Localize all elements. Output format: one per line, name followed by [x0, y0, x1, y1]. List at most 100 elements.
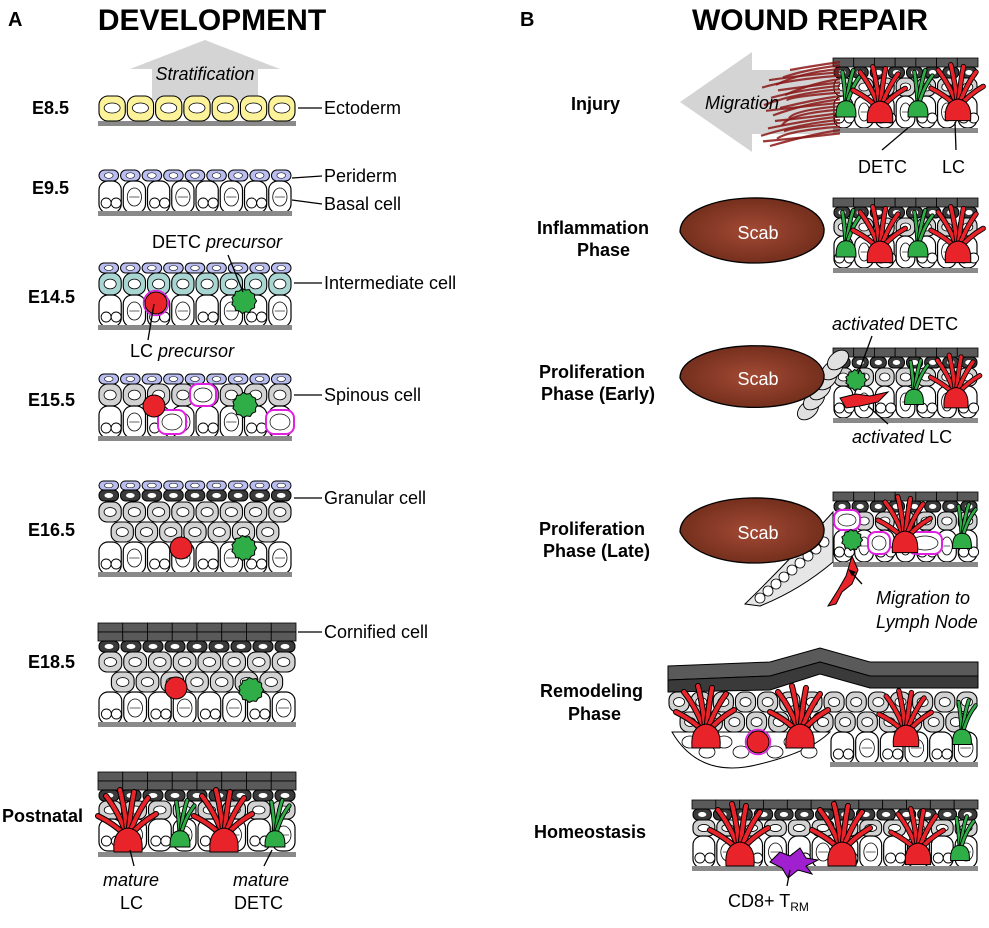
basal-cell [98, 541, 122, 575]
diagram-remodeling [667, 647, 979, 769]
nucleus [110, 422, 122, 434]
cornified-cell [786, 799, 812, 810]
langerhans-cell [113, 827, 143, 853]
nucleus [245, 102, 262, 114]
nucleus [199, 708, 211, 720]
nucleus [273, 102, 291, 114]
label-injury-lc: LC [942, 157, 965, 177]
activated-detc [845, 368, 868, 392]
wound-debris [774, 111, 841, 123]
stage-e15-5: E15.5 [28, 390, 75, 410]
nucleus [207, 197, 219, 209]
diagram-e18-5 [97, 622, 297, 727]
label-intermediate-cell: Intermediate cell [324, 273, 456, 293]
scab-label: Scab [737, 369, 778, 389]
nucleus [152, 507, 166, 517]
langerhans-cell [785, 723, 815, 749]
scab-label: Scab [737, 523, 778, 543]
diagram-e16-5 [98, 480, 292, 577]
nucleus [839, 717, 852, 727]
nucleus [794, 557, 806, 569]
nucleus [132, 102, 149, 114]
cornified-cell [874, 197, 896, 208]
wound-debris [760, 118, 841, 137]
lc-precursor [144, 291, 168, 315]
basal-cell [243, 180, 268, 214]
nucleus [176, 278, 190, 290]
nucleus [246, 197, 258, 209]
basement-membrane [98, 121, 296, 126]
langerhans-cell [827, 841, 857, 867]
label-lymph-node: Lymph Node [876, 612, 978, 632]
nucleus [100, 558, 112, 570]
cornified-cell [246, 771, 272, 782]
cornified-cell [171, 780, 198, 791]
stratification-arrow: Stratification [130, 40, 280, 100]
stage-prolif-late-2: Phase (Late) [543, 541, 650, 561]
nucleus [110, 197, 122, 209]
migrating-lc [826, 554, 859, 607]
nucleus [224, 507, 238, 517]
wound-debris [782, 64, 841, 79]
cornified-cell [915, 347, 937, 358]
cornified-cell [122, 622, 148, 633]
basement-membrane [692, 866, 978, 871]
detc-cell [904, 388, 924, 405]
label-activated-lc: activated LC [852, 427, 952, 447]
nucleus [103, 507, 117, 517]
nucleus [761, 697, 774, 707]
stage-e16-5: E16.5 [28, 520, 75, 540]
basal-cell [195, 180, 219, 214]
cornified-cell [894, 197, 917, 208]
nucleus [140, 677, 155, 687]
detc-cell [907, 100, 929, 118]
nucleus [762, 585, 774, 597]
nucleus [188, 102, 206, 114]
nucleus [128, 657, 142, 667]
nucleus [875, 402, 887, 414]
nucleus [926, 112, 938, 124]
cornified-cell [832, 197, 855, 208]
cornified-cell [97, 622, 124, 633]
cornified-cell [853, 491, 875, 502]
detc-cell [231, 534, 258, 562]
diagram-e8-5 [98, 95, 296, 126]
nucleus [188, 527, 202, 537]
cornified-cell [915, 491, 937, 502]
nucleus [732, 745, 750, 759]
wound-debris [763, 88, 841, 107]
nucleus [159, 558, 171, 570]
basement-membrane [98, 325, 292, 330]
nucleus [224, 278, 238, 290]
nucleus [766, 745, 784, 759]
nucleus [149, 558, 161, 570]
nucleus [249, 835, 261, 847]
cornified-cell [246, 631, 272, 642]
cornified-cell [122, 771, 148, 782]
nucleus [926, 402, 938, 414]
cornified-cell [97, 771, 124, 782]
cornified-cell [953, 799, 979, 810]
cornified-cell [936, 491, 958, 502]
dividing-lc [746, 730, 770, 754]
nucleus [673, 697, 686, 707]
wound-debris [785, 91, 841, 102]
activated-detc [841, 528, 864, 552]
cornified-cell [270, 631, 297, 642]
nucleus [256, 311, 268, 323]
cornified-cell [246, 622, 272, 633]
nucleus [885, 852, 897, 864]
diagram-injury [760, 57, 986, 148]
basal-cell [195, 405, 219, 439]
wound-debris [779, 94, 841, 110]
nucleus [817, 717, 829, 727]
basement-membrane [833, 418, 978, 423]
nucleus [160, 708, 172, 720]
nucleus [895, 852, 907, 864]
wound-debris [788, 105, 841, 119]
nucleus [832, 748, 844, 760]
nucleus [882, 748, 894, 760]
lc-cell [169, 536, 193, 560]
cornified-cell [97, 631, 124, 642]
